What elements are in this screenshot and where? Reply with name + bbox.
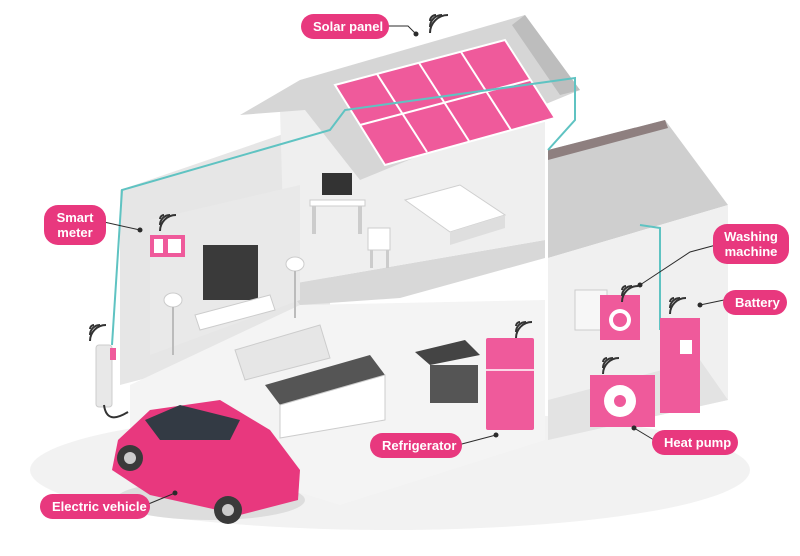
label-refrigerator: Refrigerator xyxy=(370,433,462,458)
wifi-icon xyxy=(429,14,449,34)
battery-unit xyxy=(660,318,700,413)
solar-panel-array xyxy=(333,38,557,167)
floor-lamp-left xyxy=(163,292,183,355)
ev-charger xyxy=(95,344,116,408)
roof-edge xyxy=(512,15,580,95)
wifi-icon xyxy=(669,297,687,315)
bed xyxy=(403,184,507,245)
label-heat-pump: Heat pump xyxy=(652,430,738,455)
kitchen-counter xyxy=(265,355,386,439)
cable-line xyxy=(111,76,576,346)
electric-vehicle-car xyxy=(112,400,305,524)
stove xyxy=(415,340,480,403)
chair xyxy=(367,227,391,268)
leader-lines xyxy=(103,25,725,506)
floor-lamp-right xyxy=(285,256,305,318)
wifi-icon xyxy=(89,324,107,342)
label-solar-panel: Solar panel xyxy=(301,14,389,39)
heat-pump-appliance xyxy=(590,375,655,427)
tv-stand xyxy=(194,294,276,331)
cable-line-annex xyxy=(639,224,661,330)
smart-meter-device xyxy=(150,235,185,257)
leader-dots xyxy=(137,31,703,496)
label-battery: Battery xyxy=(723,290,787,315)
upper-floor-slab xyxy=(285,240,545,305)
wifi-icon xyxy=(602,357,620,375)
label-washing-machine: Washing machine xyxy=(713,224,789,264)
washing-machine-appliance xyxy=(574,289,640,340)
sofa xyxy=(234,324,331,381)
desk-with-monitor xyxy=(309,173,366,234)
label-electric-vehicle: Electric vehicle xyxy=(40,494,150,519)
refrigerator-appliance xyxy=(486,338,534,430)
wifi-icon xyxy=(159,214,177,232)
charging-cable xyxy=(103,404,129,419)
wifi-icon xyxy=(621,285,639,303)
wifi-icon xyxy=(515,321,533,339)
annex-roof xyxy=(548,120,728,258)
label-smart-meter: Smart meter xyxy=(44,205,106,245)
television xyxy=(203,245,258,300)
annex-roof-ridge xyxy=(548,120,668,160)
